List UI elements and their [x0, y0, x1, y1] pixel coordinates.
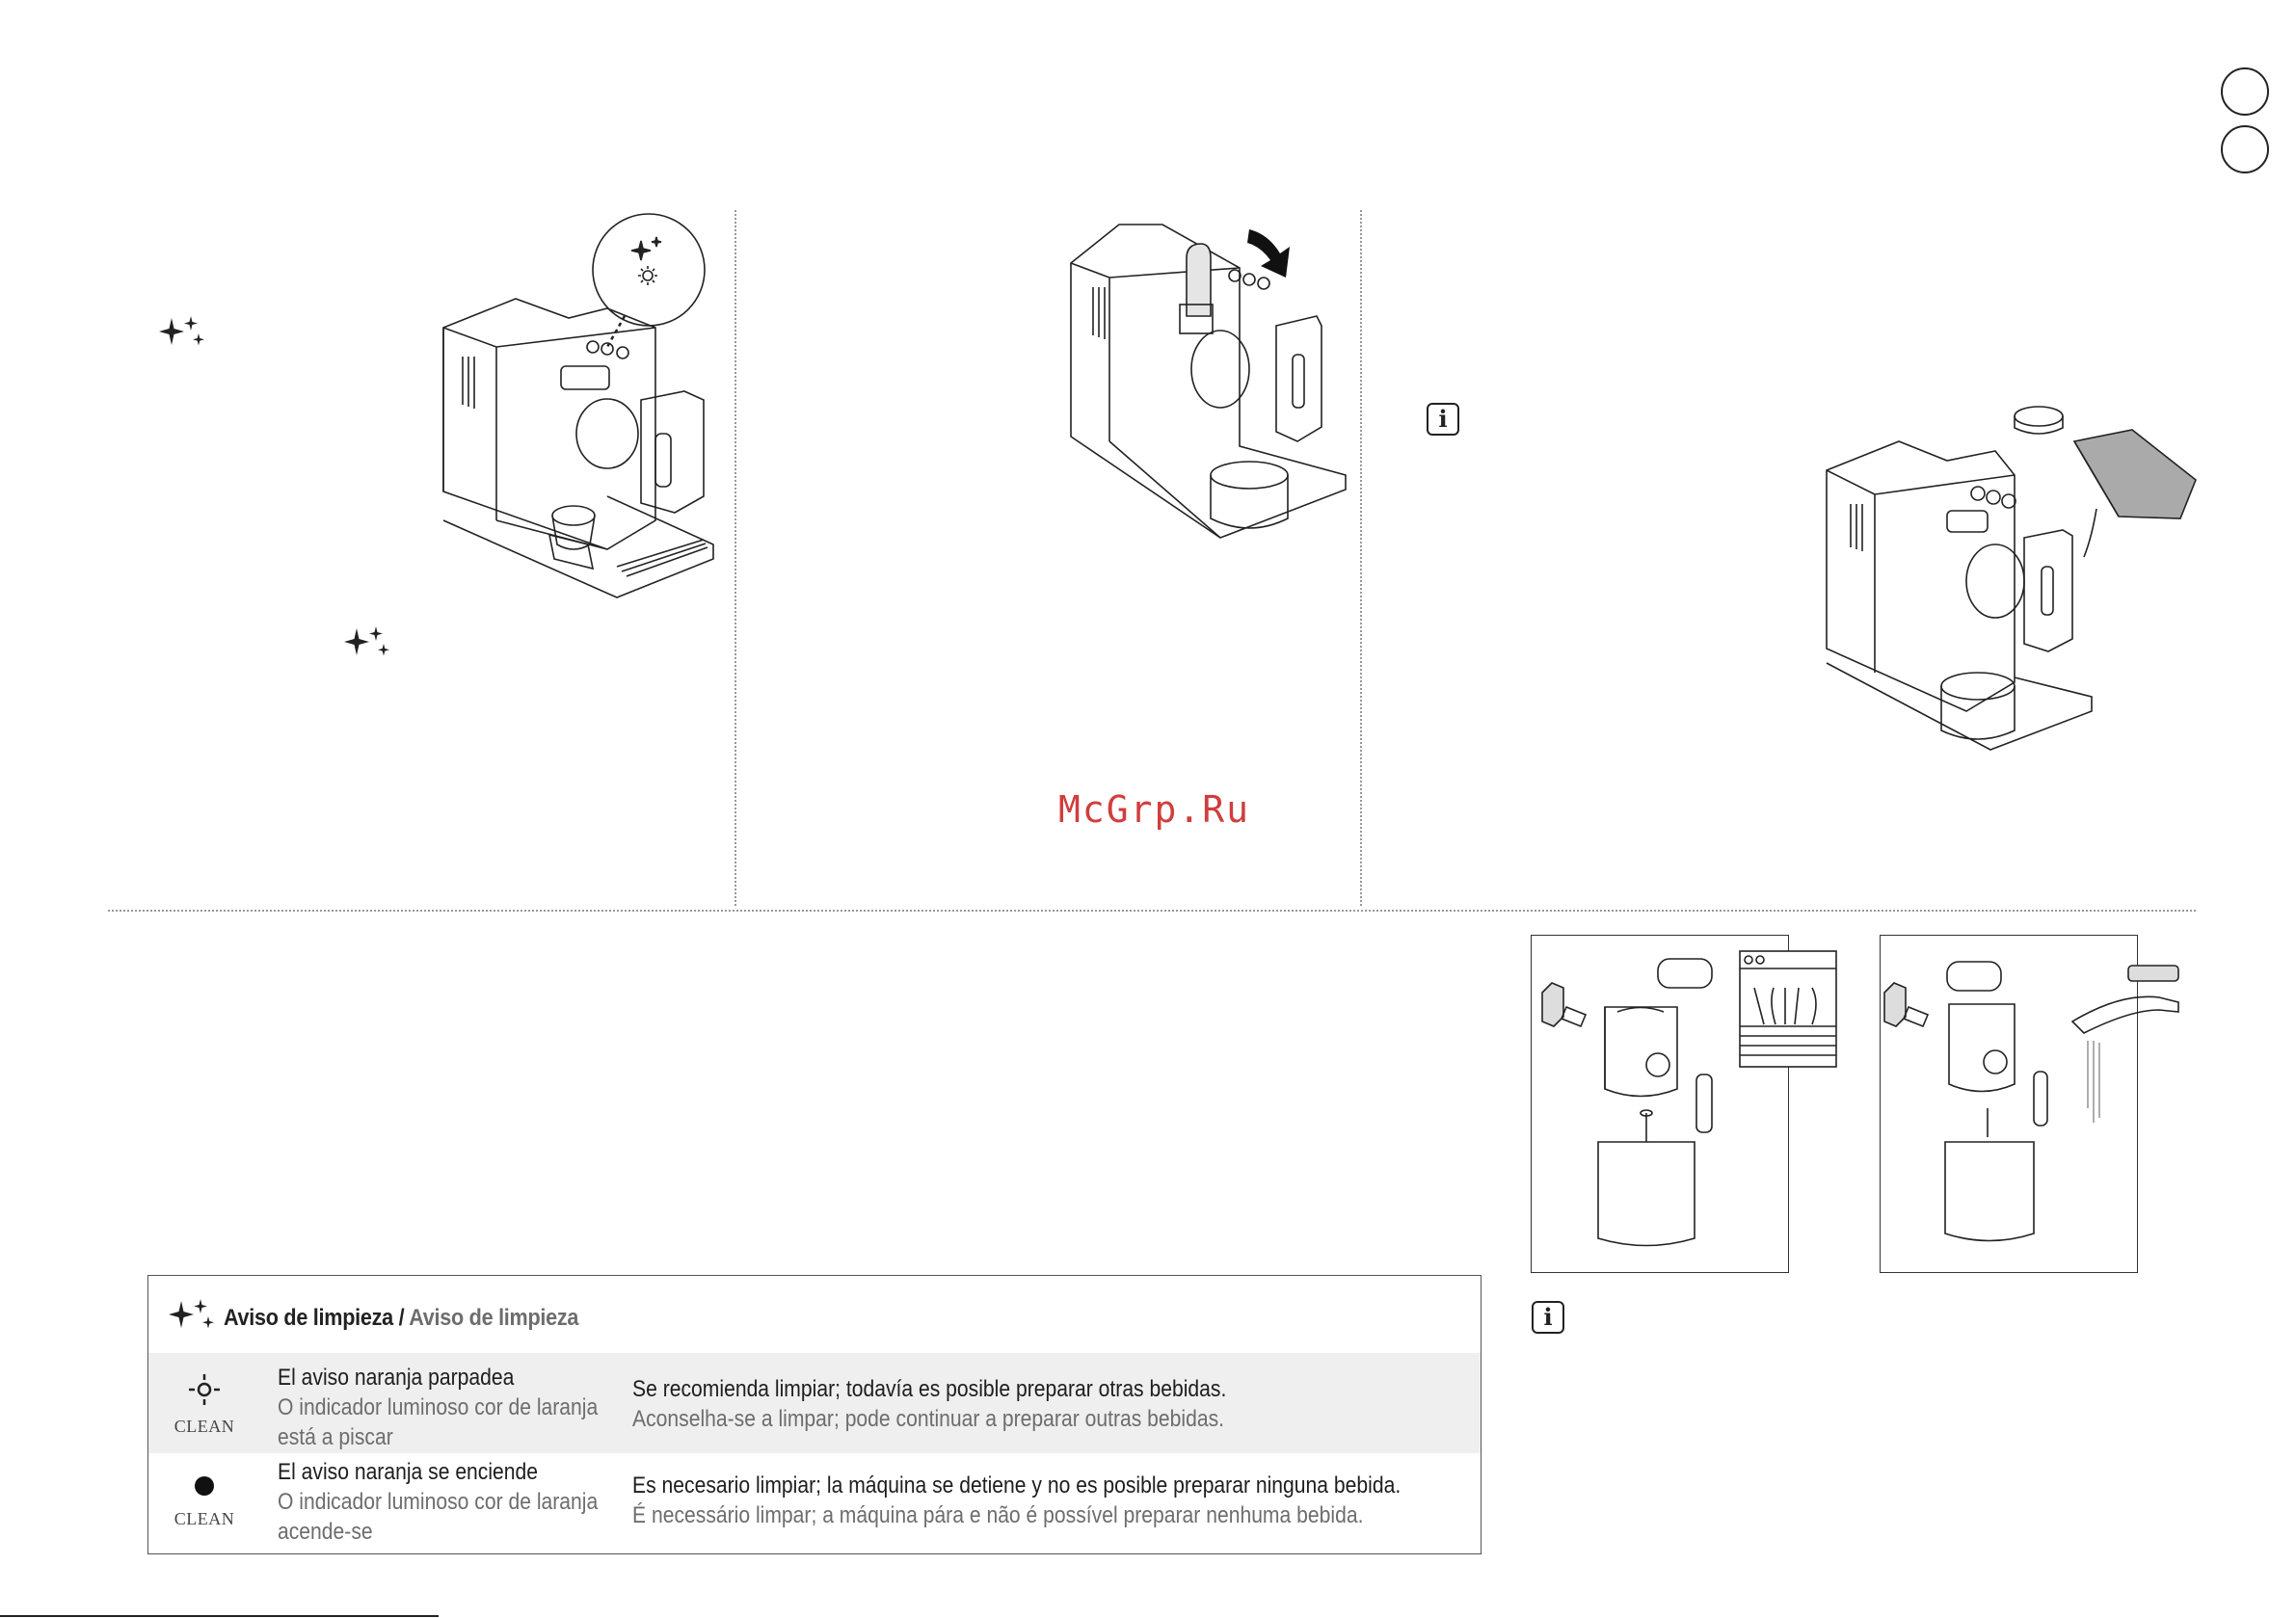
- status-es: El aviso naranja parpadea: [278, 1365, 515, 1391]
- sparkle-icon: [159, 316, 204, 346]
- table-title: Aviso de limpieza / Aviso de limpieza: [224, 1305, 578, 1332]
- milk-refill-illustration: [1826, 406, 2197, 751]
- indicator-cell: CLEAN: [148, 1353, 260, 1453]
- description-cell: Se recomienda limpiar; todavía es posibl…: [632, 1374, 1226, 1434]
- handwash-parts-frame: [1880, 935, 2138, 1273]
- footer-rule: [0, 1615, 439, 1617]
- table-row: CLEAN El aviso naranja se enciende O ind…: [148, 1453, 1481, 1553]
- language-marker-bottom: [2221, 125, 2269, 173]
- info-icon: i: [1532, 1301, 1564, 1334]
- column-divider-2: [1360, 210, 1362, 906]
- watermark: McGrp.Ru: [1058, 788, 1251, 831]
- description-cell: Es necesario limpiar; la máquina se deti…: [632, 1471, 1401, 1530]
- coffee-machine-lever-illustration: [1070, 224, 1347, 539]
- info-icon: i: [1427, 403, 1459, 436]
- column-divider-1: [734, 210, 736, 906]
- solid-light-icon: [195, 1476, 214, 1496]
- status-cell: El aviso naranja parpadea O indicador lu…: [278, 1363, 599, 1452]
- coffee-machine-cleaning-alert-illustration: [442, 213, 714, 598]
- description-pt: É necessário limpar; a máquina pára e nã…: [632, 1502, 1364, 1528]
- description-es: Es necesario limpiar; la máquina se deti…: [632, 1472, 1402, 1499]
- table-title-es: Aviso de limpieza: [224, 1305, 393, 1331]
- status-es: El aviso naranja se enciende: [278, 1459, 539, 1485]
- status-cell: El aviso naranja se enciende O indicador…: [278, 1457, 599, 1547]
- milk-jug-parts-dishwasher-illustration: [1541, 950, 1837, 1247]
- section-divider: [108, 910, 2196, 912]
- sparkle-icon: [169, 1299, 214, 1329]
- milk-jug-parts-handwash-illustration: [1883, 961, 2179, 1242]
- status-pt-line2: acende-se: [278, 1519, 373, 1545]
- cleaning-alert-table: Aviso de limpieza / Aviso de limpieza CL…: [147, 1275, 1482, 1554]
- language-marker-top: [2221, 67, 2269, 116]
- table-header: Aviso de limpieza / Aviso de limpieza: [148, 1276, 1481, 1353]
- table-title-pt: Aviso de limpieza: [409, 1305, 579, 1331]
- description-pt: Aconselha-se a limpar; pode continuar a …: [632, 1406, 1225, 1432]
- status-pt-line1: O indicador luminoso cor de laranja: [278, 1394, 599, 1420]
- blinking-light-icon: [189, 1374, 220, 1405]
- status-pt-line1: O indicador luminoso cor de laranja: [278, 1489, 599, 1515]
- status-pt-line2: está a piscar: [278, 1424, 393, 1450]
- title-separator: /: [392, 1305, 410, 1331]
- sparkle-icon: [344, 626, 389, 656]
- clean-label: CLEAN: [174, 1509, 235, 1528]
- table-row: CLEAN El aviso naranja parpadea O indica…: [148, 1353, 1481, 1453]
- description-es: Se recomienda limpiar; todavía es posibl…: [632, 1376, 1227, 1402]
- indicator-cell: CLEAN: [148, 1453, 260, 1553]
- clean-label: CLEAN: [174, 1417, 235, 1436]
